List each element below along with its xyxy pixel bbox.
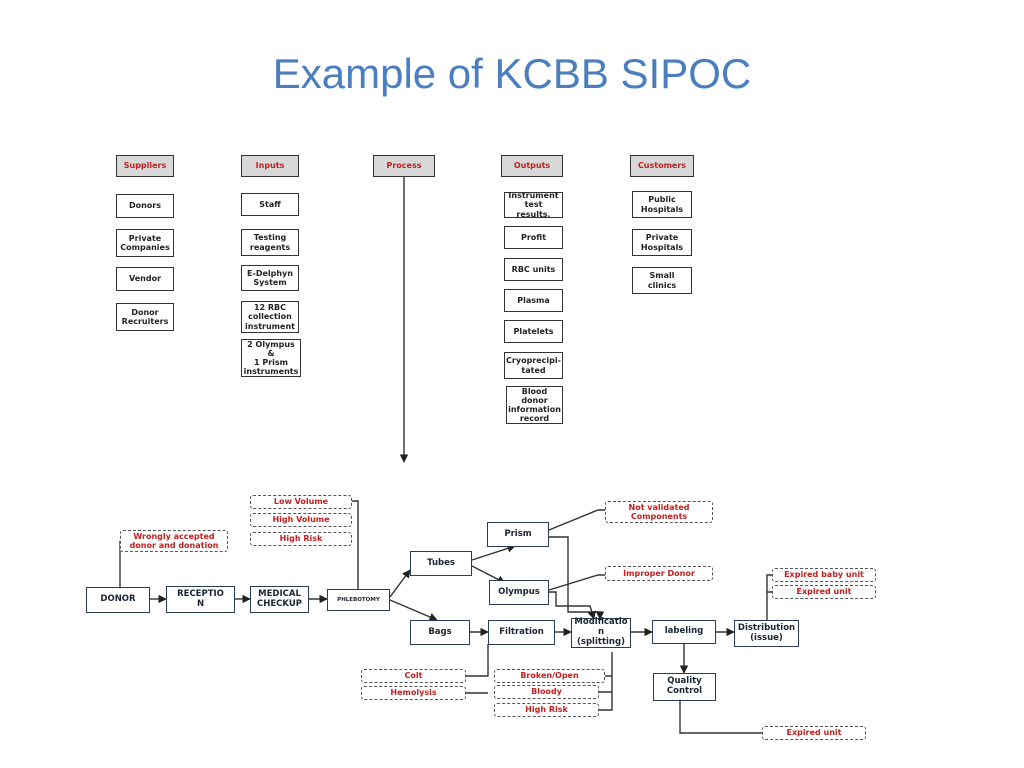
risk-expired-unit: Expired unit — [772, 585, 876, 599]
flow-tubes: Tubes — [410, 551, 472, 576]
risk-high-risk-2: High Risk — [494, 703, 599, 717]
risk-not-validated: Not validated Components — [605, 501, 713, 523]
input-staff: Staff — [241, 193, 299, 216]
output-cryoprecipitated: Cryoprecipi- tated — [504, 352, 563, 379]
flow-donor: DONOR — [86, 587, 150, 613]
customer-private-hospitals: Private Hospitals — [632, 229, 692, 256]
outputs-header: Outputs — [501, 155, 563, 177]
flow-bags: Bags — [410, 620, 470, 645]
customers-header: Customers — [630, 155, 694, 177]
connector-modification-risks — [599, 652, 613, 711]
output-plasma: Plasma — [504, 289, 563, 312]
flow-quality-control: Quality Control — [653, 673, 716, 701]
supplier-donors: Donors — [116, 194, 174, 218]
risk-wrongly-accepted: Wrongly accepted donor and donation — [120, 530, 228, 552]
input-e-delphyn: E-Delphyn System — [241, 265, 299, 291]
page-title: Example of KCBB SIPOC — [272, 50, 752, 97]
flow-labeling: labeling — [652, 620, 716, 644]
connector-not-validated — [548, 509, 605, 531]
arrow-prism-modification — [549, 536, 605, 620]
connector-phleb-risks — [352, 500, 359, 590]
suppliers-header: Suppliers — [116, 155, 174, 177]
flow-modification: Modificatio n (splitting) — [571, 617, 631, 648]
risk-colt: Colt — [361, 669, 466, 683]
output-profit: Profit — [504, 226, 563, 249]
customer-public-hospitals: Public Hospitals — [632, 191, 692, 218]
connector-distribution-risks — [766, 574, 772, 620]
arrow-phleb-tubes — [389, 569, 411, 598]
input-testing-reagents: Testing reagents — [241, 229, 299, 256]
arrow-olympus-modification — [549, 591, 596, 620]
risk-high-volume: High Volume — [250, 513, 352, 527]
risk-bloody: Bloody — [494, 685, 599, 699]
inputs-header: Inputs — [241, 155, 299, 177]
input-olympus-prism: 2 Olympus & 1 Prism instruments — [241, 339, 301, 377]
connector-quality-expired — [679, 701, 762, 734]
flow-olympus: Olympus — [489, 580, 549, 605]
process-header: Process — [373, 155, 435, 177]
arrow-phleb-bags — [389, 599, 438, 621]
risk-expired-baby-unit: Expired baby unit — [772, 568, 876, 582]
risk-expired-unit-2: Expired unit — [762, 726, 866, 740]
risk-high-risk: High Risk — [250, 532, 352, 546]
supplier-private-companies: Private Companies — [116, 229, 174, 257]
flow-distribution: Distribution (issue) — [734, 620, 799, 647]
arrow-tubes-prism — [471, 544, 516, 561]
connector-improper-donor — [548, 574, 605, 591]
input-rbc-instrument: 12 RBC collection instrument — [241, 301, 299, 333]
flow-prism: Prism — [487, 522, 549, 547]
flow-phlebotomy: PHLEBOTOMY — [327, 589, 390, 611]
output-blood-donor-record: Blood donor information record — [506, 386, 563, 424]
output-platelets: Platelets — [504, 320, 563, 343]
risk-hemolysis: Hemolysis — [361, 686, 466, 700]
supplier-donor-recruiters: Donor Recruiters — [116, 303, 174, 331]
risk-improper-donor: Improper Donor — [605, 566, 713, 581]
customer-small-clinics: Small clinics — [632, 267, 692, 294]
output-instrument-results: Instrument test results. — [504, 191, 563, 219]
risk-broken-open: Broken/Open — [494, 669, 605, 683]
flow-reception: RECEPTIO N — [166, 586, 235, 613]
supplier-vendor: Vendor — [116, 267, 174, 291]
flow-medical-checkup: MEDICAL CHECKUP — [250, 586, 309, 613]
connector-filtration-risks — [466, 644, 489, 694]
output-rbc-units: RBC units — [504, 258, 563, 281]
flow-filtration: Filtration — [488, 620, 555, 645]
risk-low-volume: Low Volume — [250, 495, 352, 509]
